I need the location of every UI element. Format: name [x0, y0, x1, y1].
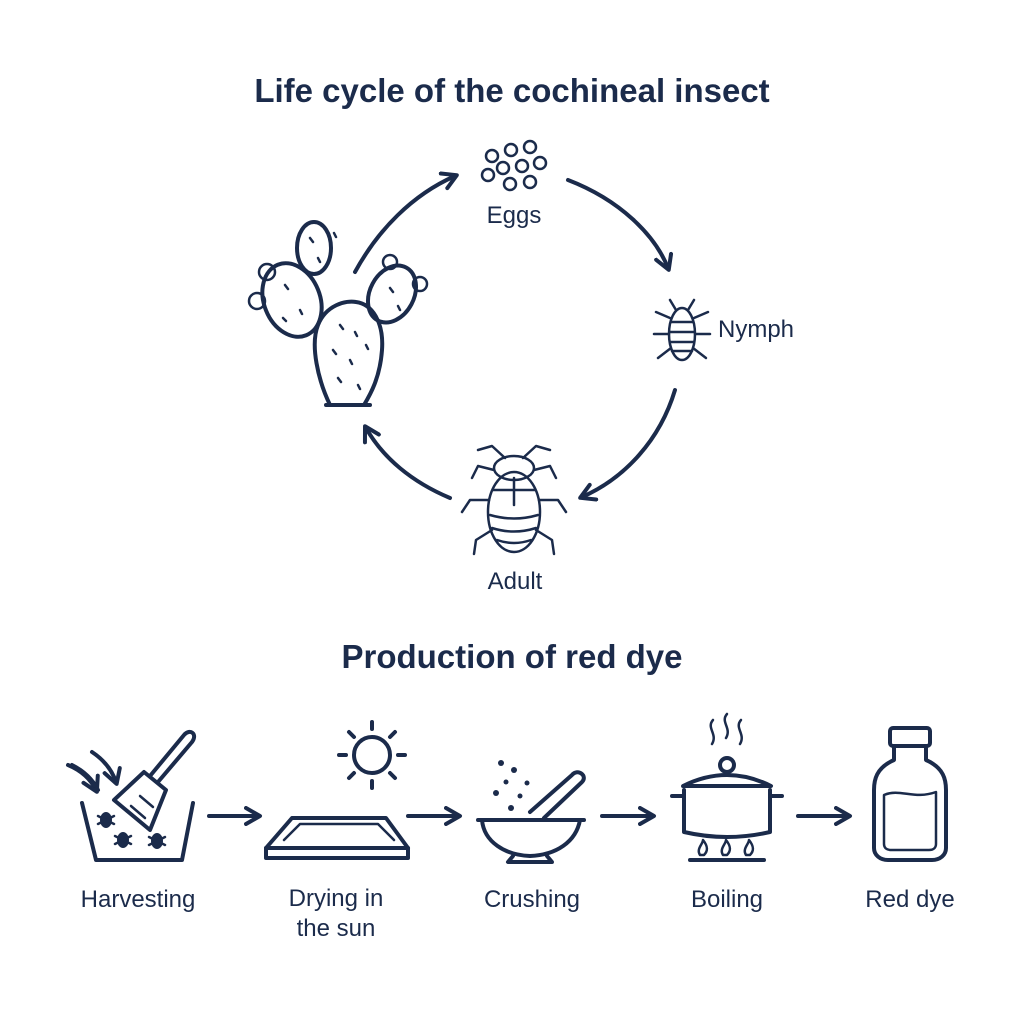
- nymph-icon: [652, 298, 712, 362]
- bottle-icon: [872, 726, 948, 862]
- stage-label-eggs: Eggs: [486, 202, 542, 229]
- step-label-red-dye: Red dye: [865, 886, 955, 913]
- step-label-drying-line1: Drying in: [288, 885, 384, 912]
- brush-bucket-icon: [66, 730, 197, 862]
- step-label-harvesting: Harvesting: [80, 886, 196, 913]
- lifecycle-title: Life cycle of the cochineal insect: [254, 72, 770, 109]
- step-label-drying: Drying in the sun: [256, 884, 416, 944]
- cycle-arrow-adult-to-cactus: [362, 424, 452, 500]
- mortar-pestle-icon: [476, 760, 586, 864]
- cycle-arrow-cactus-to-eggs: [353, 171, 459, 274]
- step-label-drying-line2: the sun: [296, 915, 376, 942]
- cycle-arrow-nymph-to-adult: [578, 388, 677, 502]
- adult-insect-icon: [460, 444, 568, 556]
- prickly-pear-cactus-icon: [247, 220, 429, 407]
- step-label-crushing: Crushing: [483, 886, 581, 913]
- stage-label-nymph: Nymph: [718, 316, 795, 343]
- stage-label-adult: Adult: [487, 568, 543, 595]
- pot-on-stove-icon: [670, 712, 784, 862]
- sun-tray-icon: [264, 720, 410, 860]
- cycle-arrows: [353, 171, 677, 502]
- eggs-icon: [480, 139, 548, 192]
- cycle-arrow-eggs-to-nymph: [566, 178, 674, 272]
- step-label-boiling: Boiling: [690, 886, 764, 913]
- production-title: Production of red dye: [341, 638, 683, 675]
